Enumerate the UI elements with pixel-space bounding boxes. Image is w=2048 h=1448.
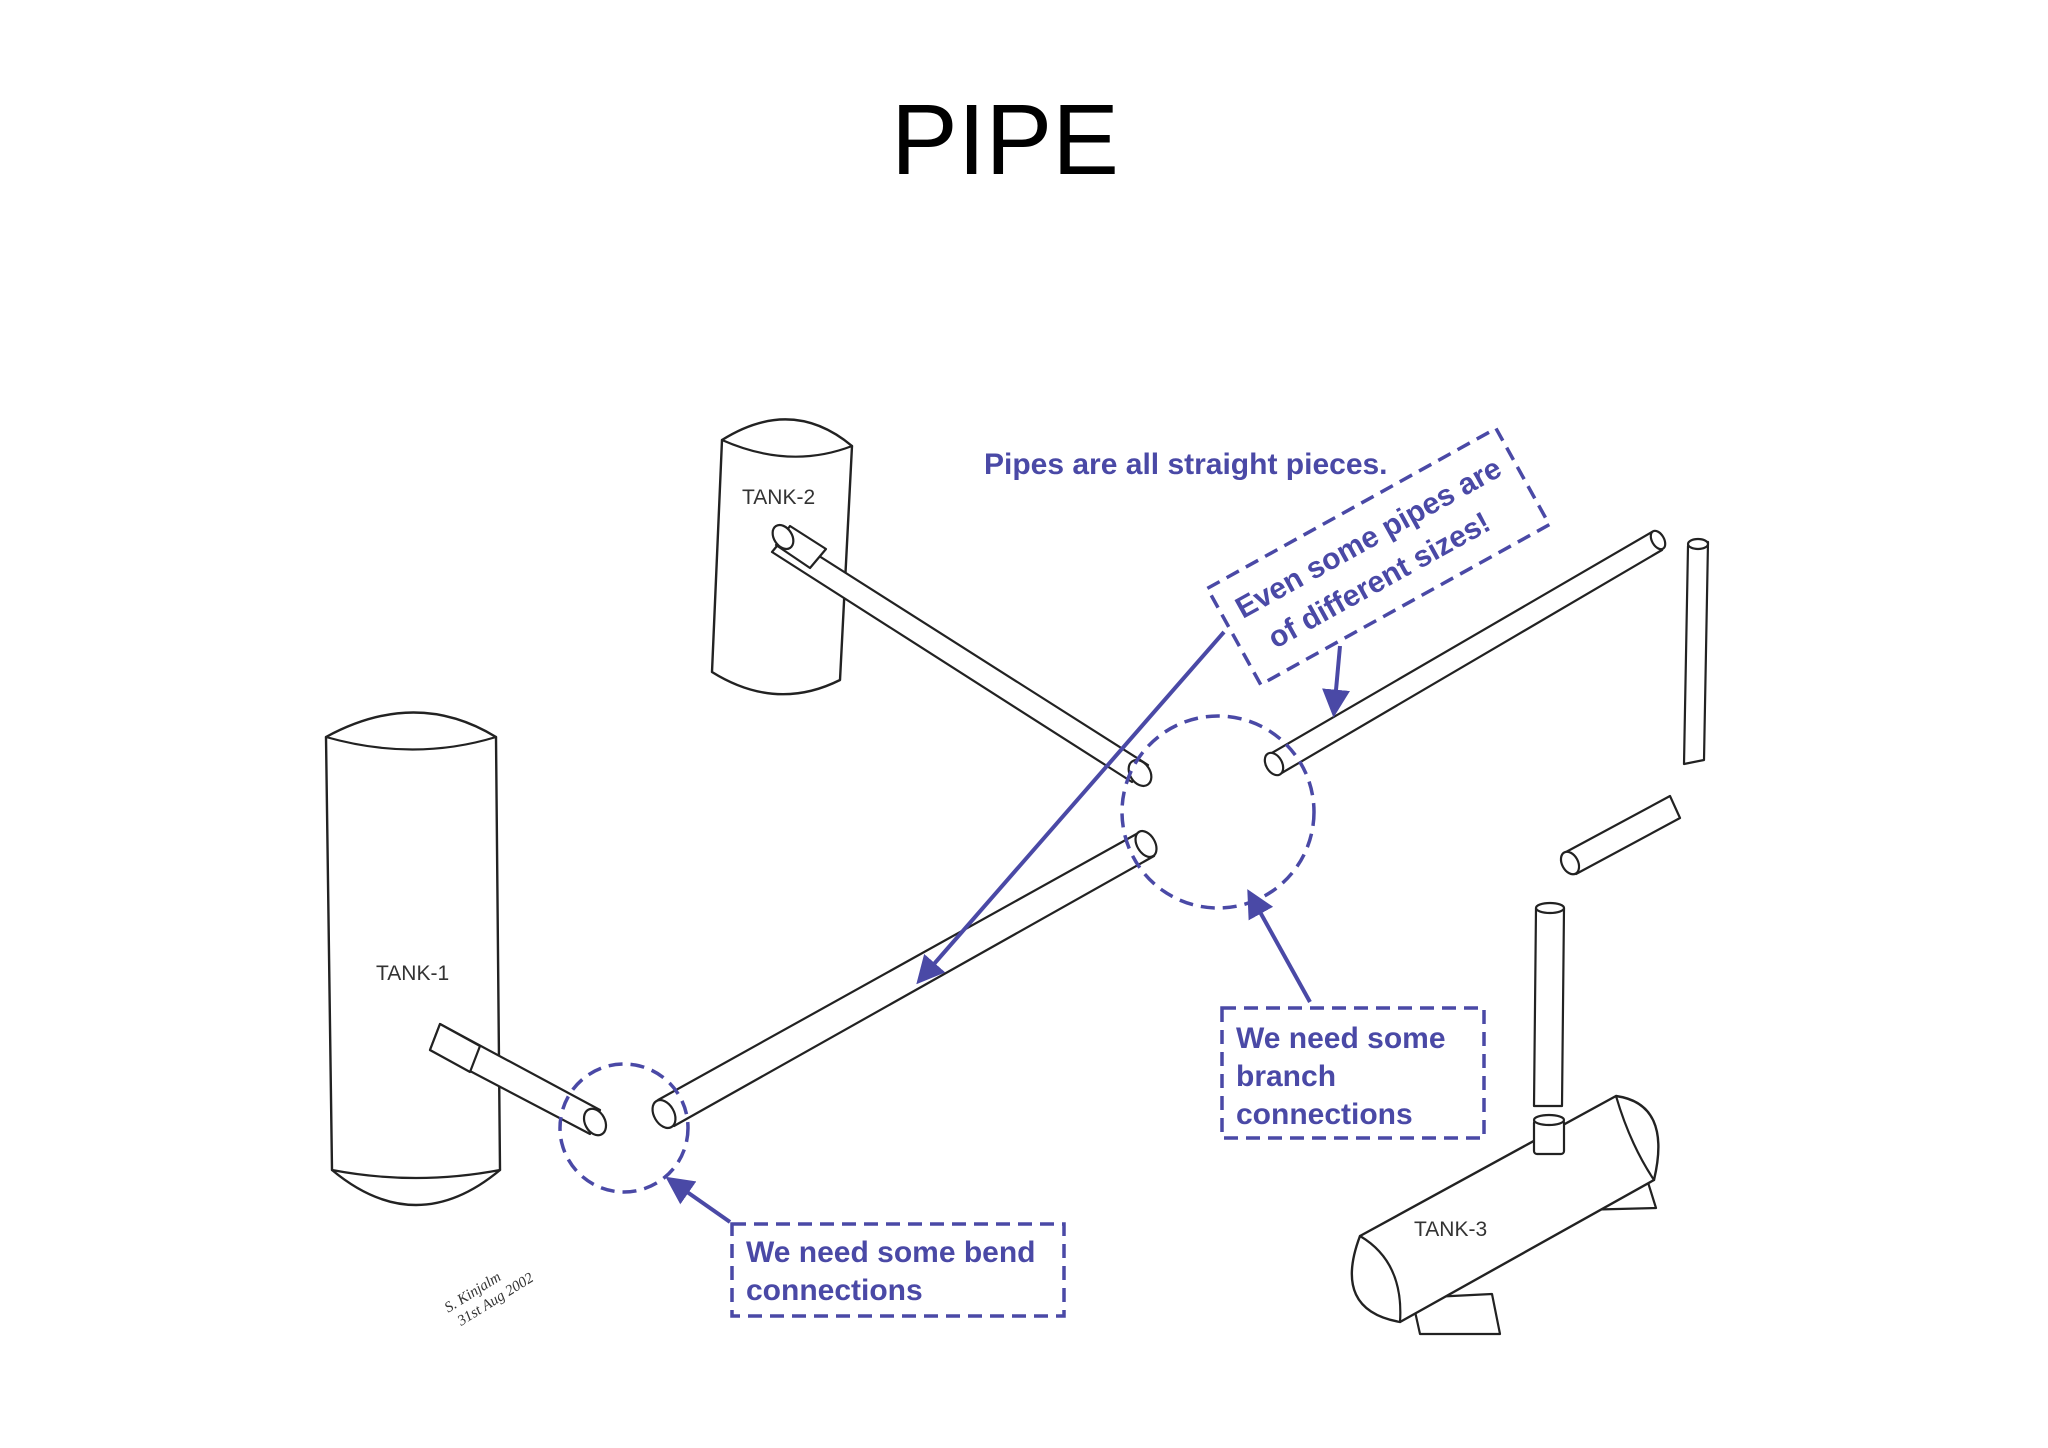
pipe-vertical-right xyxy=(1682,537,1710,766)
bend-callout: We need some bend connections xyxy=(730,1222,1066,1318)
tank-1: TANK-1 xyxy=(324,711,502,1207)
pipe-long-diagonal xyxy=(651,829,1158,1130)
pipe-upper-right xyxy=(1263,529,1667,777)
branch-callout: We need some branch connections xyxy=(1220,1006,1486,1140)
bend-text-1: We need some bend xyxy=(746,1236,1036,1269)
straight-pieces-note: Pipes are all straight pieces. xyxy=(984,448,1388,481)
arrow-to-bend-circle xyxy=(665,1176,732,1224)
branch-text-3: connections xyxy=(1236,1098,1413,1131)
tank-2-label: TANK-2 xyxy=(742,486,815,509)
arrow-to-branch-circle xyxy=(1247,889,1312,1003)
tank-1-label: TANK-1 xyxy=(376,962,449,985)
signature: S. Kinjalm 31st Aug 2002 xyxy=(442,1269,537,1330)
pipe-tank1-stub xyxy=(428,1022,608,1137)
bend-connection-circle xyxy=(558,1062,690,1194)
branch-connection-circle xyxy=(1120,714,1316,910)
tank-3-label: TANK-3 xyxy=(1414,1218,1487,1241)
pipe-tank2 xyxy=(770,523,1153,788)
pipe-short-right xyxy=(1559,794,1682,876)
branch-text-2: branch xyxy=(1236,1060,1336,1093)
arrow-to-upper-pipe xyxy=(1322,645,1350,718)
branch-text-1: We need some xyxy=(1236,1022,1446,1055)
tank-3: TANK-3 xyxy=(1350,1094,1660,1336)
slide-title: PIPE xyxy=(891,84,1119,196)
pipe-vertical-tank3 xyxy=(1532,901,1566,1108)
bend-text-2: connections xyxy=(746,1274,923,1307)
arrow-to-long-pipe xyxy=(916,630,1226,985)
